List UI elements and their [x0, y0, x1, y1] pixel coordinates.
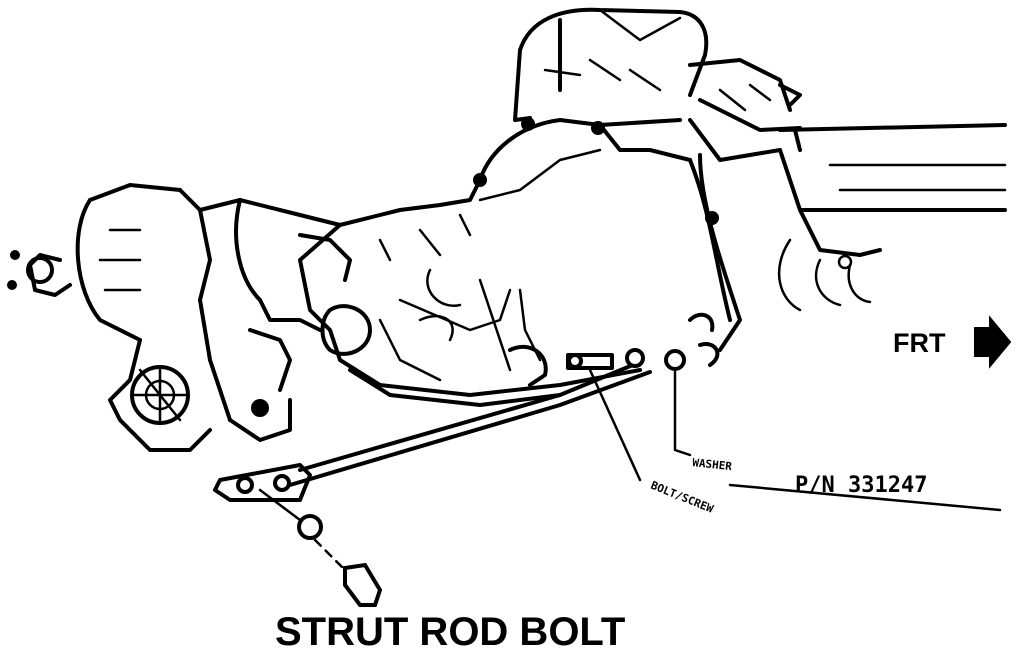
washer-label: WASHER: [692, 456, 733, 473]
strut-rod: [213, 360, 652, 502]
strut-rod-bolt: [258, 488, 383, 607]
front-label: FRT: [893, 328, 946, 358]
rod-end-bolt: [566, 348, 686, 371]
leader-lines: [588, 368, 1002, 512]
right-arrow-icon: [974, 315, 1012, 369]
bolt-screw-label: BOLT/SCREW: [649, 479, 716, 516]
front-direction-indicator: FRT: [893, 315, 1012, 369]
engine-block: [513, 7, 1007, 352]
extension-housing: [7, 183, 372, 452]
part-number-label: P/N 331247: [795, 473, 927, 498]
strut-rod-bolt-label: STRUT ROD BOLT: [275, 610, 625, 648]
